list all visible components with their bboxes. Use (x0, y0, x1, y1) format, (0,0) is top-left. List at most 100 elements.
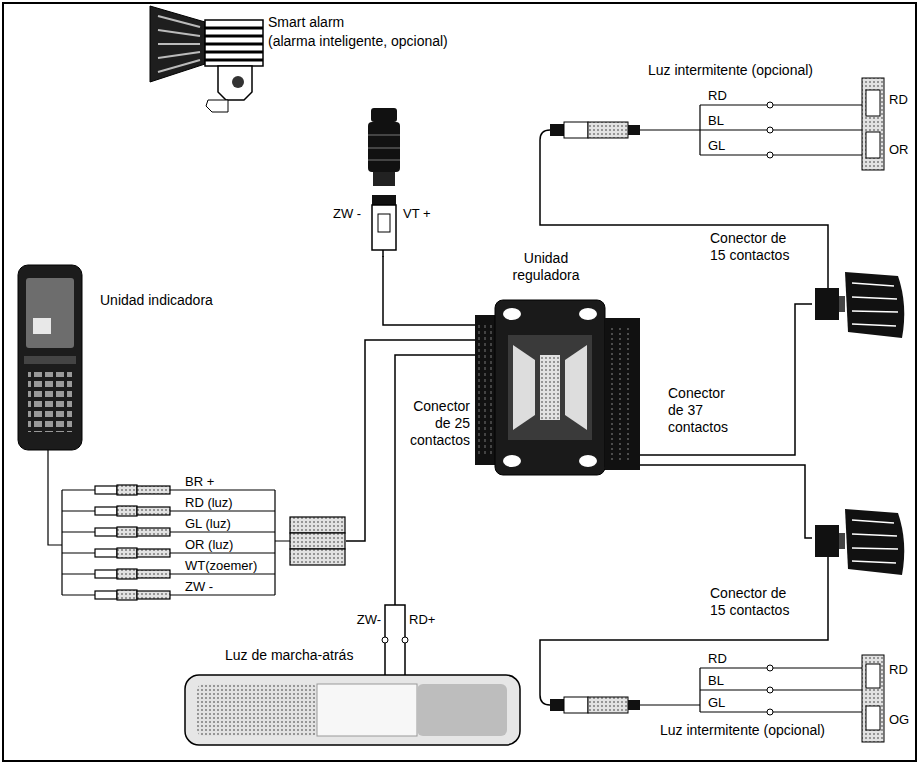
regulator-unit-part (475, 315, 495, 465)
wire (395, 355, 475, 595)
alarm-plug-part (368, 122, 400, 172)
alarm-unit: Smart alarm(alarma inteligente, opcional… (148, 4, 402, 256)
wire-label: GL (708, 695, 725, 710)
wire-harness-part (137, 507, 170, 515)
flasher-top-part (550, 124, 564, 136)
node-label: Conector de 15 contactos (710, 230, 802, 264)
reverse-lamp-part (382, 637, 388, 643)
indicator-device-part (24, 356, 76, 364)
reverse-lamp: Luz de marcha-atrás (180, 595, 525, 747)
wire (540, 572, 828, 650)
wire-harness-part (117, 569, 137, 579)
wire-harness-part (117, 590, 137, 600)
wire-harness-part (95, 486, 117, 494)
wire-label: BL (708, 673, 724, 688)
flasher-top-part (767, 152, 773, 158)
indicator-device-part (18, 265, 82, 450)
reverse-lamp-part (197, 684, 317, 736)
flasher-bottom-part (767, 665, 773, 671)
wire-harness-part (290, 533, 345, 549)
flasher-top-part (640, 105, 862, 155)
alarm-plug-part (378, 214, 390, 232)
regulator-unit-part (479, 325, 491, 455)
wire (346, 340, 475, 541)
horn-symbol-part (150, 6, 205, 82)
wire-harness-part (137, 486, 170, 494)
node-label: Luz intermitente (opcional) (648, 62, 813, 79)
flasher-bottom-part (564, 697, 588, 713)
reverse-lamp (185, 595, 520, 745)
lamp-connector-bottom-part (815, 525, 839, 557)
wire-label: GL (708, 138, 725, 153)
flasher-bottom-part (866, 706, 880, 730)
regulator-unit-part (540, 355, 560, 420)
horn-symbol-part (218, 66, 252, 100)
reverse-lamp-part (417, 684, 507, 736)
regulator-unit-part (503, 308, 521, 320)
flasher-top-part (540, 130, 550, 175)
wire-harness-part (290, 549, 345, 565)
wire-harness-part (95, 570, 117, 578)
flasher-top-part (767, 102, 773, 108)
indicator-device (18, 265, 82, 450)
indicator-device-part (28, 372, 72, 432)
flasher-top-part (767, 127, 773, 133)
lamp-connector-top-part (839, 296, 845, 312)
horn-symbol-part (206, 100, 228, 112)
flasher-bottom-part (540, 650, 550, 705)
wire-label: BL (708, 113, 724, 128)
wire-label: RD+ (409, 612, 435, 627)
node-label: Smart alarm (268, 14, 344, 31)
alarm-plug-part (372, 205, 396, 250)
lamp-connector-bottom (815, 509, 904, 575)
node-label: Luz intermitente (opcional) (660, 722, 825, 739)
flasher-top-part (866, 90, 880, 116)
wire-label: OR (889, 142, 909, 157)
node-label: Unidad reguladora (500, 250, 592, 284)
flasher-bottom-part (628, 700, 640, 710)
regulator-unit-part (513, 345, 535, 430)
wire-label: RD (luz) (185, 495, 233, 510)
lamp-connector: Conector de 15 contactos (812, 268, 908, 338)
flasher-top-part (564, 122, 588, 138)
alarm-plug-part (372, 195, 396, 205)
wire-harness-part (95, 507, 117, 515)
reverse-lamp-part (185, 675, 520, 745)
lamp-connector-top-part (845, 272, 904, 338)
wire-label: OR (luz) (185, 537, 233, 552)
horn-symbol-part (205, 28, 263, 60)
wire-harness-part (117, 527, 137, 537)
horn-symbol-part (158, 16, 200, 72)
wire-harness-part (137, 591, 170, 599)
flasher-top-part (866, 132, 880, 158)
wire (640, 465, 812, 538)
wire-label: RD (708, 651, 727, 666)
wire-label: BR + (185, 474, 214, 489)
wire-harness-part (117, 485, 137, 495)
regulator-unit-part (605, 318, 640, 470)
node-label: Conector de 15 contactos (710, 585, 802, 619)
regulator-unit (475, 300, 640, 475)
flasher-top (540, 78, 884, 175)
node-label: Unidad indicadora (100, 292, 213, 309)
wire-label: RD (708, 88, 727, 103)
lamp-connector-top-part (852, 283, 898, 326)
flasher-bottom-part (862, 655, 884, 742)
wire-label: VT + (403, 206, 431, 221)
wire-harness-part (137, 549, 170, 557)
flasher-bottom-part (640, 668, 862, 712)
reverse-lamp-part (385, 595, 405, 675)
wire-label: ZW - (333, 206, 361, 221)
wire-label: RD (889, 92, 908, 107)
horn-symbol (150, 6, 263, 112)
wire-harness-part (95, 549, 117, 557)
wire (540, 175, 828, 268)
wire-harness (48, 450, 345, 600)
regulator-unit-part (495, 300, 605, 475)
flasher-bottom (540, 650, 884, 742)
horn-symbol-part (232, 76, 244, 88)
indicator-device-part (33, 318, 51, 334)
wire-label: ZW- (348, 612, 381, 627)
